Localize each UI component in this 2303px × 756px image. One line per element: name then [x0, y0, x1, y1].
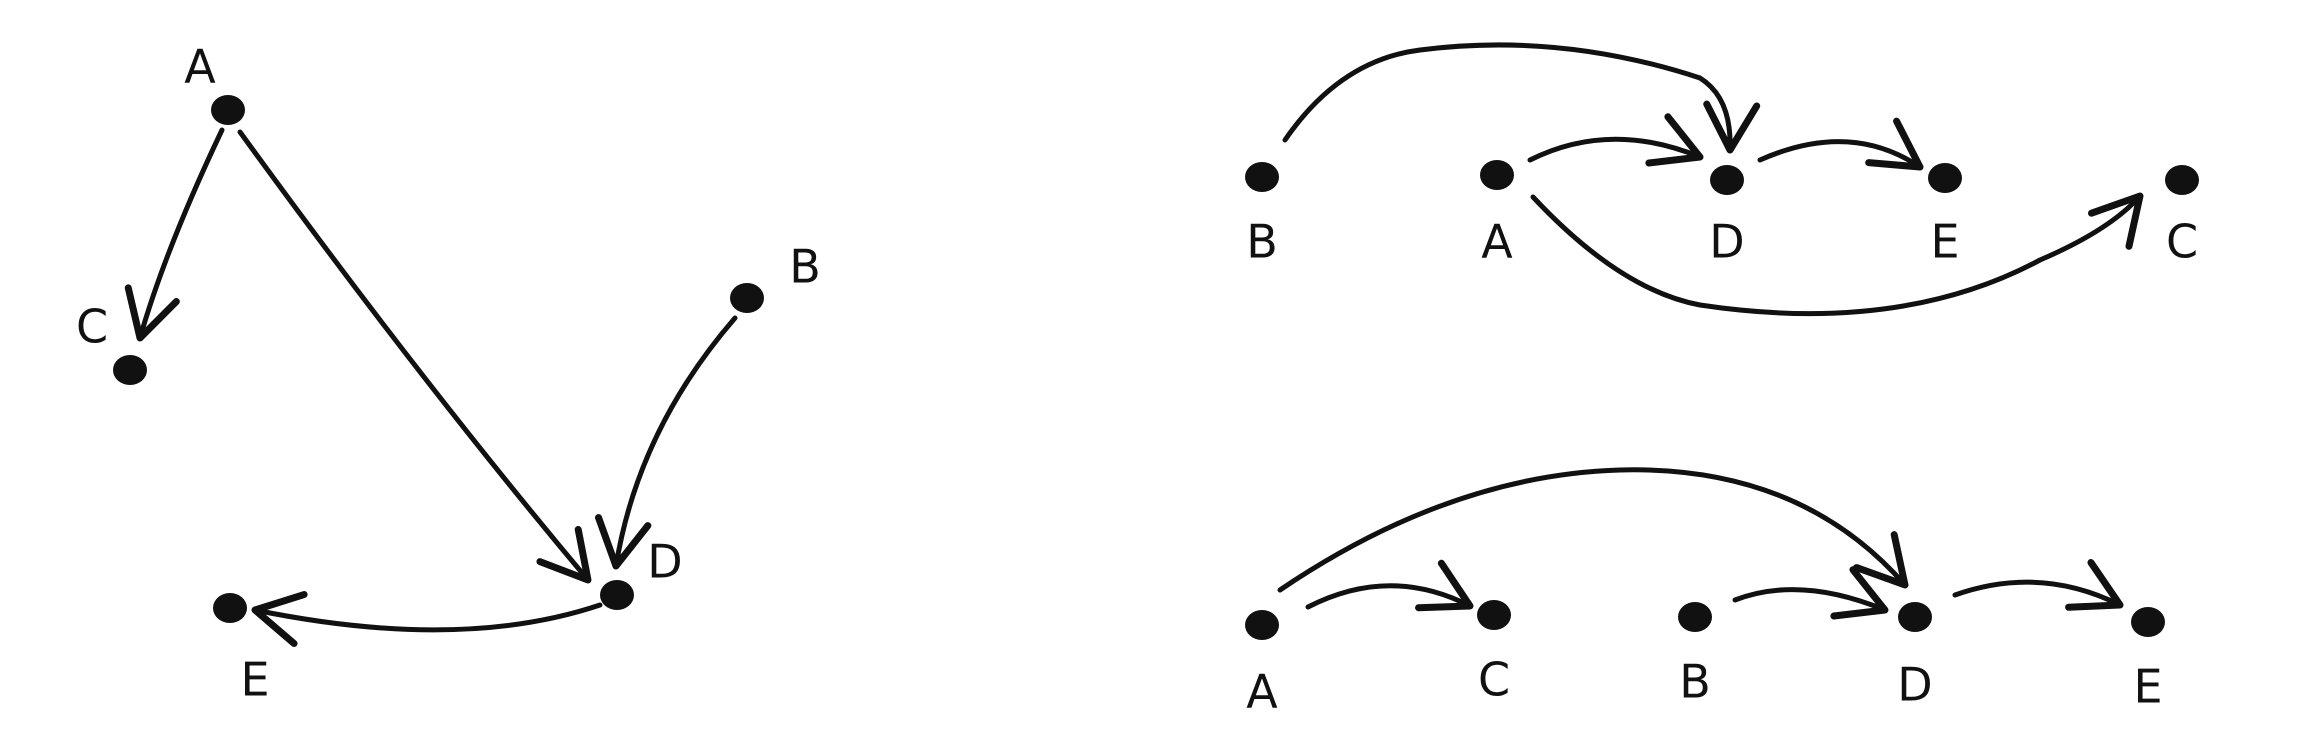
edge-d-to-e [251, 591, 603, 648]
node-label-a: A [1481, 215, 1513, 269]
edge-b-to-d [1282, 42, 1761, 154]
node-label-d: D [1709, 215, 1744, 269]
node-label-b: B [789, 240, 821, 294]
node-label-c: C [1478, 653, 1510, 707]
node-b [1245, 162, 1279, 192]
node-label-e: E [2133, 660, 2162, 714]
edge-a-to-d [237, 129, 592, 584]
node-label-a: A [1246, 665, 1278, 719]
node-a [1245, 610, 1279, 640]
node-a [1480, 160, 1514, 190]
edge-a-to-d [1527, 113, 1704, 167]
edge-a-to-c [124, 127, 225, 342]
edge-d-to-e [1952, 559, 2124, 611]
node-b [730, 283, 764, 313]
node-d [1898, 602, 1932, 632]
node-e [2131, 607, 2165, 637]
node-label-e: E [240, 653, 269, 707]
node-label-e: E [1930, 215, 1959, 269]
node-d [600, 580, 634, 610]
node-label-c: C [76, 300, 108, 354]
node-a [211, 95, 245, 125]
edge-b-to-d [595, 315, 738, 570]
edge-a-to-d [1277, 467, 1909, 593]
node-label-d: D [1897, 658, 1932, 712]
node-c [113, 355, 147, 385]
edge-a-to-c [1305, 559, 1474, 612]
node-label-b: B [1679, 655, 1711, 709]
node-label-c: C [2166, 215, 2198, 269]
node-c [2165, 165, 2199, 195]
edge-a-to-c [1530, 192, 2144, 317]
graph-panel: A B C D E [76, 40, 821, 707]
node-label-b: B [1246, 215, 1278, 269]
node-c [1477, 600, 1511, 630]
node-e [1928, 163, 1962, 193]
node-d [1710, 165, 1744, 195]
edge-b-to-d [1732, 566, 1889, 620]
node-b [1678, 602, 1712, 632]
node-label-a: A [184, 40, 216, 94]
node-e [213, 593, 247, 623]
node-label-d: D [647, 535, 682, 589]
edge-d-to-e [1757, 117, 1924, 171]
